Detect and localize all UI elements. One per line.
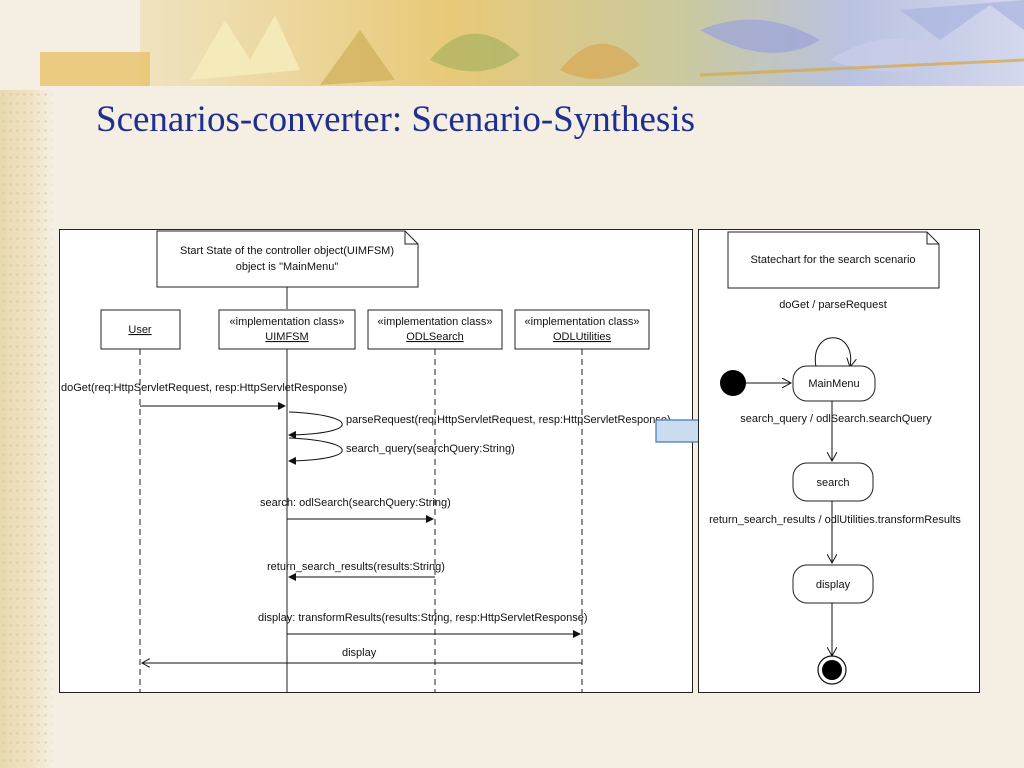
sequence-diagram: Start State of the controller object(UIM… (61, 230, 671, 692)
lifeline-uimfsm-stereotype: «implementation class» (230, 316, 345, 328)
message-doget-label: doGet(req:HttpServletRequest, resp:HttpS… (61, 382, 347, 394)
message-parserequest: parseRequest(req:HttpServletRequest, res… (288, 411, 671, 439)
state-search-label: search (816, 477, 849, 489)
lifeline-odlutilities-name: ODLUtilities (553, 331, 612, 343)
statechart-panel: Statechart for the search scenario doGet… (698, 229, 980, 693)
final-state-icon (817, 655, 847, 685)
note-line-1: Start State of the controller object(UIM… (180, 245, 394, 257)
message-search: search: odlSearch(searchQuery:String) (260, 497, 451, 523)
state-display-label: display (816, 579, 851, 591)
state-mainmenu[interactable]: MainMenu (792, 365, 876, 402)
lifeline-uimfsm-name: UIMFSM (265, 331, 308, 343)
message-doget: doGet(req:HttpServletRequest, resp:HttpS… (61, 382, 347, 410)
message-return-search-results: return_search_results(results:String) (267, 561, 445, 581)
message-return-search-results-label: return_search_results(results:String) (267, 561, 445, 573)
lifeline-uimfsm[interactable]: «implementation class» UIMFSM (218, 309, 356, 350)
initial-state-icon (720, 370, 746, 396)
state-search[interactable]: search (792, 462, 874, 502)
transition-return-results-label: return_search_results / odlUtilities.tra… (709, 514, 961, 526)
message-search-label: search: odlSearch(searchQuery:String) (260, 497, 451, 509)
state-mainmenu-label: MainMenu (808, 378, 859, 390)
lifeline-odlutilities-stereotype: «implementation class» (525, 316, 640, 328)
message-display: display (142, 647, 582, 663)
lifeline-user-name: User (128, 324, 152, 336)
self-transition-arrow (814, 337, 850, 367)
message-parserequest-label: parseRequest(req:HttpServletRequest, res… (346, 414, 671, 426)
note-line-2: object is "MainMenu" (236, 261, 339, 273)
message-display-transform-label: display: transformResults(results:String… (258, 612, 588, 624)
left-stripe-texture (0, 0, 52, 768)
transition-search-query-label: search_query / odlSearch.searchQuery (740, 413, 932, 425)
statechart-diagram: Statechart for the search scenario doGet… (709, 231, 961, 685)
message-display-label: display (342, 647, 377, 659)
lifeline-odlsearch-stereotype: «implementation class» (378, 316, 493, 328)
lifeline-odlsearch-name: ODLSearch (406, 331, 463, 343)
statechart-note-text: Statechart for the search scenario (750, 254, 915, 266)
statechart-note: Statechart for the search scenario (727, 231, 940, 289)
start-state-note: Start State of the controller object(UIM… (156, 230, 419, 288)
sequence-diagram-panel: Start State of the controller object(UIM… (59, 229, 693, 693)
top-decorative-banner (0, 0, 1024, 90)
slide-title: Scenarios-converter: Scenario-Synthesis (96, 99, 696, 140)
message-display-transform: display: transformResults(results:String… (258, 612, 588, 638)
state-display[interactable]: display (792, 564, 874, 604)
lifeline-odlutilities[interactable]: «implementation class» ODLUtilities (514, 309, 650, 350)
message-search-query: search_query(searchQuery:String) (288, 437, 515, 465)
message-search-query-label: search_query(searchQuery:String) (346, 443, 515, 455)
self-transition-label: doGet / parseRequest (779, 299, 887, 311)
lifeline-odlsearch[interactable]: «implementation class» ODLSearch (367, 309, 503, 350)
lifeline-user[interactable]: User (100, 309, 181, 350)
